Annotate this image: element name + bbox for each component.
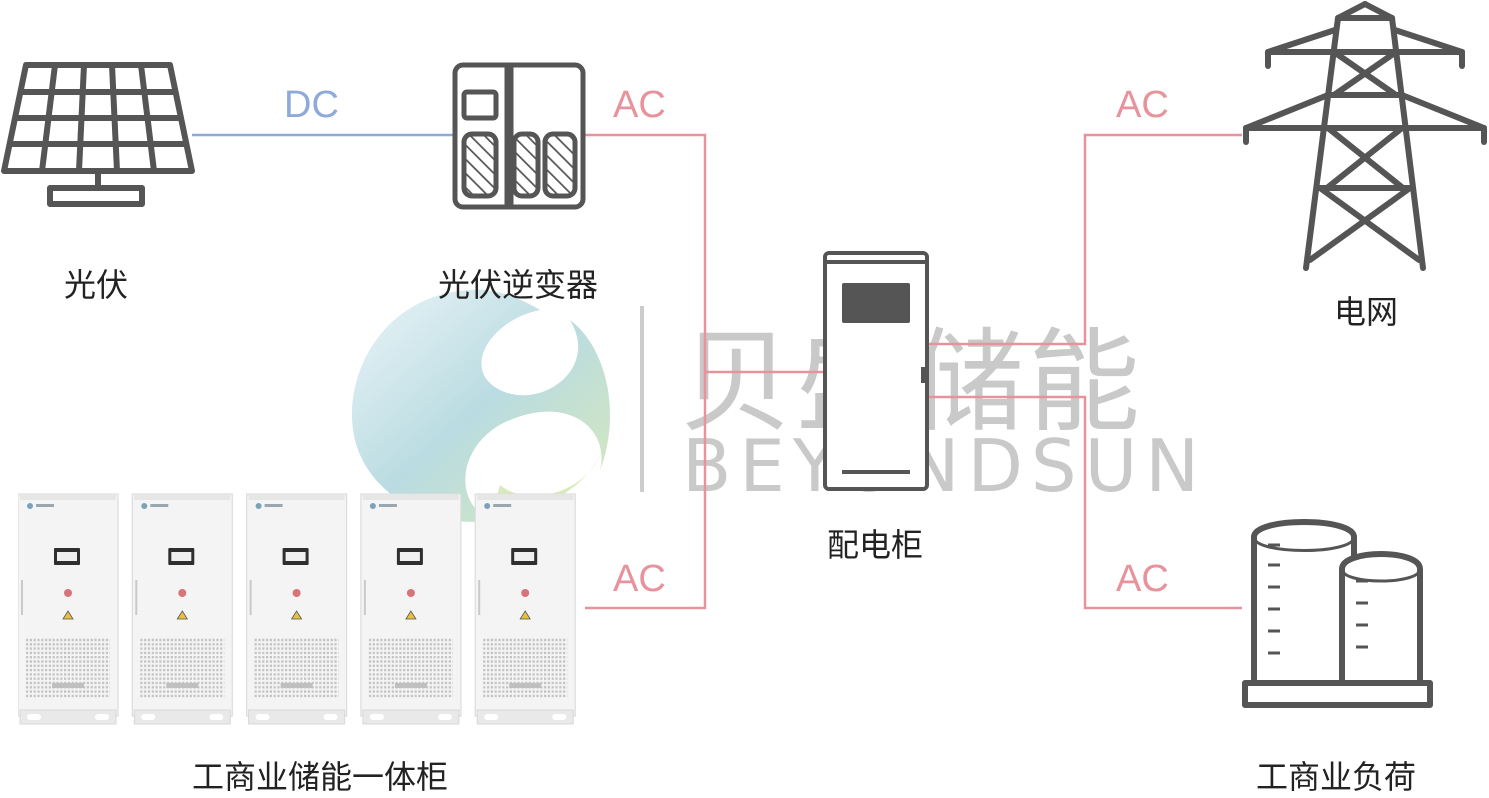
ac-label-inverter: AC [613, 84, 666, 126]
watermark-divider [640, 306, 644, 492]
battery-cabinet-icon [131, 493, 233, 725]
power-tower-icon [1243, 1, 1487, 271]
battery-cabinet-icon [246, 493, 348, 725]
storage-tanks-icon [1242, 519, 1433, 708]
ac-label-storage: AC [613, 558, 666, 600]
battery-cabinet-icon [360, 493, 462, 725]
grid-label: 电网 [1334, 293, 1399, 331]
inverter-label: 光伏逆变器 [438, 266, 599, 304]
battery-cabinet-icon [474, 493, 576, 725]
pv-label: 光伏 [64, 266, 129, 304]
ac-label-load: AC [1116, 558, 1169, 600]
cabinet-label: 配电柜 [827, 526, 924, 564]
inverter-icon [452, 62, 586, 210]
watermark-en: BEYONDSUN [682, 424, 1208, 508]
load-label: 工商业负荷 [1256, 758, 1417, 796]
battery-cabinet-icon [18, 493, 119, 725]
distribution-cabinet-icon [823, 251, 929, 491]
ac-label-grid: AC [1116, 84, 1169, 126]
storage-cabinets [18, 493, 576, 725]
dc-label-pv-inverter: DC [284, 84, 339, 126]
solar-panel-icon [1, 62, 195, 207]
storage-label: 工商业储能一体柜 [192, 758, 449, 796]
